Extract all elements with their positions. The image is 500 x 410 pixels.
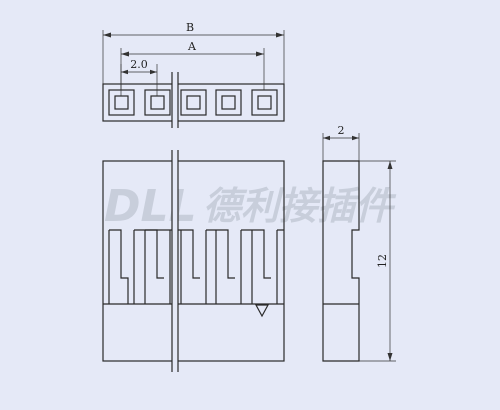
top-view bbox=[102, 72, 285, 128]
pin-hole bbox=[144, 89, 171, 116]
pin-hole bbox=[180, 89, 207, 116]
pin-hole bbox=[215, 89, 242, 116]
watermark-latin: DLL bbox=[104, 181, 197, 232]
dimension-side: 2 bbox=[322, 124, 360, 161]
watermark-cjk: 德利接插件 bbox=[203, 184, 397, 228]
side-view-body bbox=[322, 160, 360, 362]
top-view-body bbox=[102, 83, 285, 122]
pin-hole bbox=[251, 89, 278, 116]
dimension-side-label: 2 bbox=[338, 124, 345, 137]
watermark: DLL 德利接插件 bbox=[104, 181, 397, 232]
dimension-height-label: 12 bbox=[376, 254, 389, 268]
dimension-pitch: 2.0 bbox=[120, 58, 158, 96]
dimension-height: 12 bbox=[359, 160, 396, 362]
dimension-pitch-label: 2.0 bbox=[130, 58, 148, 71]
dimension-a: A bbox=[120, 40, 265, 90]
front-view-body bbox=[102, 160, 285, 362]
dimension-b-label: B bbox=[186, 21, 194, 34]
break-gap bbox=[172, 72, 178, 128]
pin-hole bbox=[108, 89, 135, 116]
dimension-b: B bbox=[102, 21, 285, 84]
side-view bbox=[322, 160, 360, 362]
slots bbox=[108, 229, 284, 304]
pin1-marker bbox=[254, 304, 270, 318]
dimension-a-label: A bbox=[187, 40, 197, 53]
pin-holes bbox=[108, 89, 278, 116]
front-break-gap bbox=[172, 150, 178, 372]
front-view bbox=[102, 150, 285, 372]
